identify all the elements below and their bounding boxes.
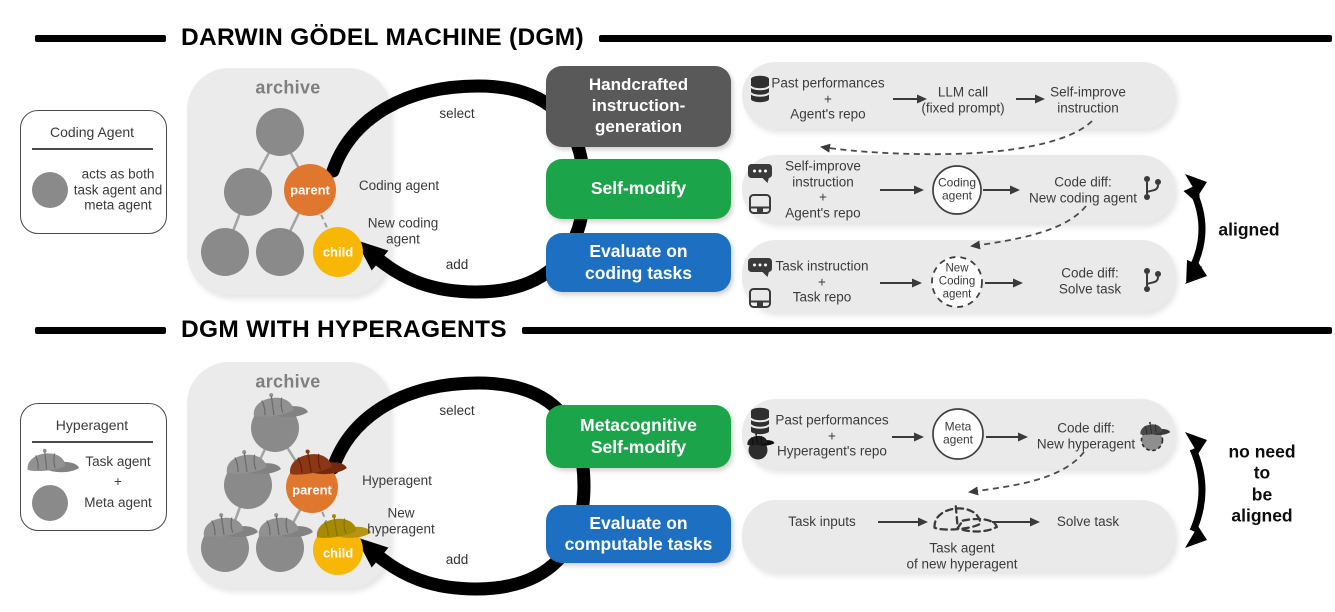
meta-agent-circle xyxy=(932,408,984,460)
aligned-note: aligned xyxy=(1218,219,1280,240)
task-agent-of-new-hyperagent-label: Task agent of new hyperagent xyxy=(906,540,1018,571)
code-diff-new-agent-label: Code diff: New coding agent xyxy=(1028,174,1138,205)
meta-agent-legend-label: Meta agent xyxy=(84,495,152,511)
no-align-arrow xyxy=(1189,447,1206,533)
git-branch-icon xyxy=(1143,175,1162,201)
row-self-modify-input: Self-improve instruction + Agent's repo xyxy=(785,158,861,221)
new-hyperagent-icon xyxy=(1138,418,1171,452)
header-line-right xyxy=(598,34,1332,42)
task-inputs-label: Task inputs xyxy=(788,514,856,530)
hyperagent-legend-title: Hyperagent xyxy=(55,416,129,433)
child-node-label: child xyxy=(322,244,354,260)
code-diff-new-hyperagent-label: Code diff: New hyperagent xyxy=(1036,420,1136,451)
repo-icon xyxy=(749,194,771,215)
speech-bubble-icon xyxy=(748,258,772,277)
row-instruction-input: Past performances + Agent's repo xyxy=(771,75,885,122)
header-line-right xyxy=(521,326,1332,334)
new-coding-agent-circle-label: New Coding agent xyxy=(938,262,976,301)
archive-tree-dgm xyxy=(201,108,363,277)
legend-divider xyxy=(32,148,153,150)
llm-call-label: LLM call (fixed prompt) xyxy=(921,84,1005,115)
flow-arrows-dgm xyxy=(880,94,1045,288)
new-coding-agent-circle xyxy=(931,256,983,308)
dashed-arrows-dgm xyxy=(820,120,1093,250)
row-evaluate-input: Task instruction + Task repo xyxy=(775,258,869,305)
legend-plus: + xyxy=(114,474,122,490)
repo-icon xyxy=(749,288,771,309)
database-icon xyxy=(750,406,770,436)
no-align-arrow-bottom-head xyxy=(1185,526,1207,548)
metacognitive-self-modify-step: Metacognitive Self-modify xyxy=(546,405,731,468)
hyperagent-label: Hyperagent xyxy=(362,473,432,489)
coding-agent-legend-desc: acts as both task agent and meta agent xyxy=(73,166,163,213)
agent-node xyxy=(256,228,304,276)
hyperagent-repo-icon xyxy=(745,430,775,460)
add-label: add xyxy=(445,257,469,273)
self-improve-instruction-label: Self-improve instruction xyxy=(1050,84,1126,115)
coding-agent-circle-label: Coding agent xyxy=(937,175,977,203)
git-branch-icon xyxy=(1143,267,1162,293)
solve-task-label: Solve task xyxy=(1056,514,1120,530)
hyperagent-legend-circle xyxy=(32,485,68,521)
parent-node-label: parent xyxy=(292,482,332,498)
agent-node xyxy=(201,228,249,276)
coding-agent-legend-title: Coding Agent xyxy=(49,123,135,140)
no-align-note: no need to be aligned xyxy=(1228,441,1296,526)
speech-bubble-icon xyxy=(748,164,772,183)
evaluate-computable-step: Evaluate on computable tasks xyxy=(546,505,731,563)
aligned-arrow-top-head xyxy=(1185,174,1207,196)
select-label: select xyxy=(439,106,475,122)
hyperagent-legend-cap-icon xyxy=(25,444,80,477)
header-line-left xyxy=(35,326,166,334)
dgm-header: DARWIN GÖDEL MACHINE (DGM) xyxy=(35,24,1332,52)
dashed-arrow-hyper xyxy=(968,451,1085,496)
process-row-instruction xyxy=(742,62,1175,129)
row-meta-input: Past performances + Hyperagent's repo xyxy=(775,412,889,459)
coding-agent-legend-circle xyxy=(32,172,68,208)
header-line-left xyxy=(35,34,166,42)
handcrafted-instruction-step: Handcrafted instruction- generation xyxy=(546,66,731,147)
process-row-computable-eval xyxy=(742,500,1175,572)
agent-node xyxy=(224,168,272,216)
flow-arrows-hyper xyxy=(878,432,1040,527)
new-coding-agent-label: New coding agent xyxy=(367,215,439,246)
legend-divider xyxy=(32,441,153,443)
evaluate-step: Evaluate on coding tasks xyxy=(546,233,731,292)
child-node-label: child xyxy=(322,545,354,561)
child-node xyxy=(313,227,363,277)
select-label: select xyxy=(439,403,475,419)
task-agent-legend-label: Task agent xyxy=(85,454,151,470)
new-hyperagent-label: New hyperagent xyxy=(367,505,435,536)
agent-node xyxy=(256,108,304,156)
hyper-header: DGM WITH HYPERAGENTS xyxy=(35,316,1332,344)
selection-loop-hyper xyxy=(326,376,591,596)
dgm-title: DARWIN GÖDEL MACHINE (DGM) xyxy=(181,24,584,51)
self-modify-step: Self-modify xyxy=(546,159,731,219)
coding-agent-label: Coding agent xyxy=(358,178,440,194)
coding-agent-legend xyxy=(20,110,167,234)
add-label: add xyxy=(445,552,469,568)
aligned-arrow-bottom-head xyxy=(1185,262,1207,284)
code-diff-solve-task-label: Code diff: Solve task xyxy=(1058,265,1122,296)
meta-agent-circle-label: Meta agent xyxy=(942,419,974,447)
database-icon xyxy=(750,74,770,104)
archive-label: archive xyxy=(255,77,321,98)
task-agent-cap-icon xyxy=(931,501,999,537)
parent-node xyxy=(284,164,336,216)
archive-tree-hyper xyxy=(200,387,372,575)
parent-node-label: parent xyxy=(290,182,330,198)
hyper-title: DGM WITH HYPERAGENTS xyxy=(181,316,507,343)
aligned-arrow-head-start xyxy=(1184,172,1196,286)
aligned-arrow xyxy=(1183,183,1206,282)
archive-label: archive xyxy=(255,371,321,392)
coding-agent-circle xyxy=(932,165,982,215)
no-align-arrow-top-head xyxy=(1185,432,1207,454)
